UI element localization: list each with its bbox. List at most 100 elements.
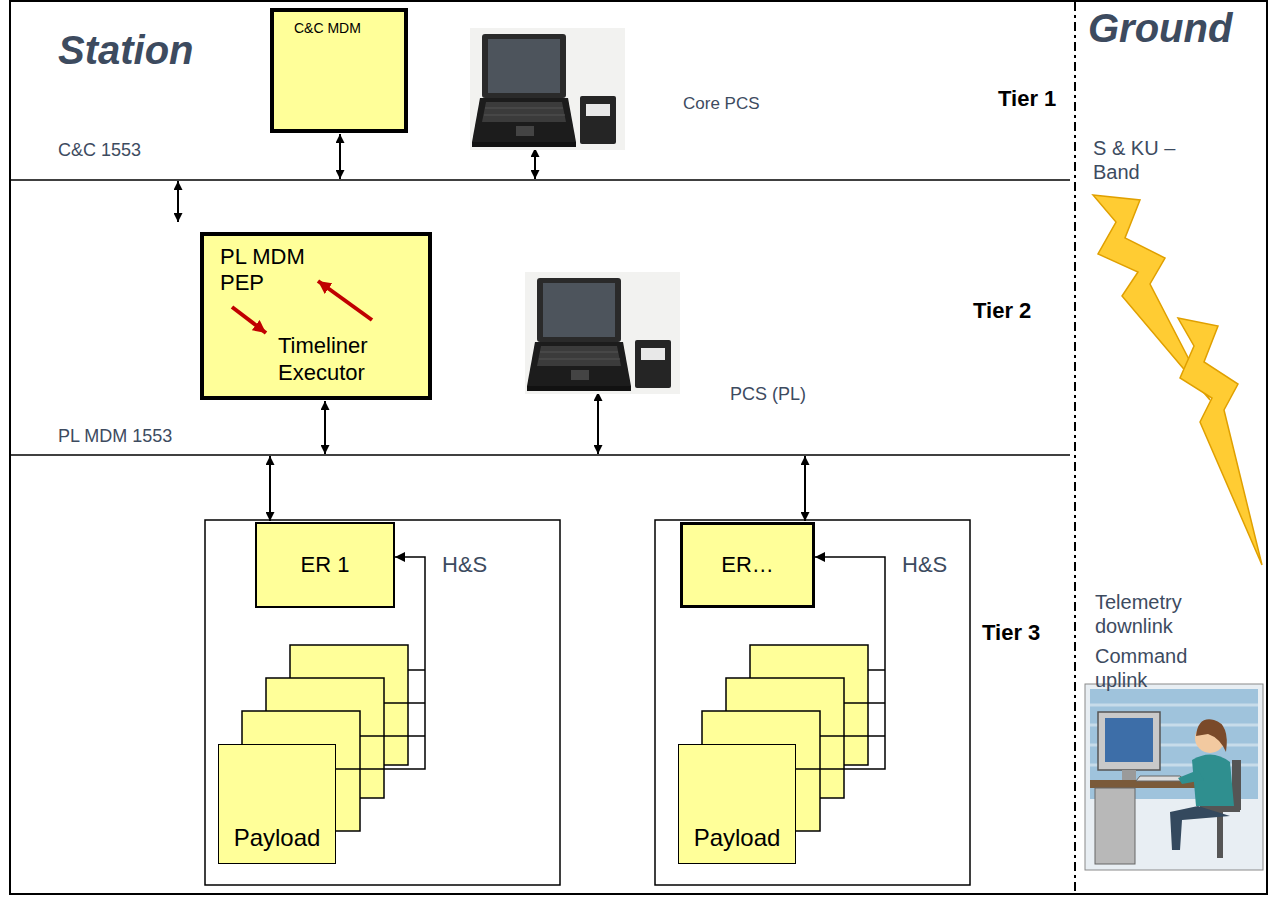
laptop-touchpad	[571, 370, 589, 380]
tier-label: Tier 3	[982, 620, 1040, 646]
payload-box: Payload	[678, 744, 796, 864]
mdm-box: PL MDMPEP Timeliner Executor	[200, 232, 432, 400]
operator-clipart	[1085, 684, 1263, 870]
bus-arrow	[534, 148, 536, 179]
bus-label: C&C 1553	[58, 140, 141, 162]
card-slot	[641, 348, 665, 360]
link-label: S & KU – Band	[1093, 136, 1193, 184]
laptop-screen	[488, 39, 560, 93]
laptop-lid	[482, 34, 566, 98]
box-text: PL MDM	[220, 244, 305, 270]
card-reader	[635, 340, 671, 388]
line-label: H&S	[440, 552, 489, 578]
laptop-base	[472, 98, 576, 142]
label-holder: Tier 2	[973, 298, 1031, 324]
wall-stripe	[1090, 704, 1258, 707]
bus-arrow	[804, 456, 806, 521]
key-row	[484, 115, 565, 116]
box-text: PEP	[220, 270, 264, 296]
box-text: ER 1	[301, 552, 350, 578]
rack-box: ER…	[680, 522, 815, 608]
monitor	[1098, 712, 1160, 770]
monitor-stand	[1122, 770, 1136, 780]
status-stub	[408, 669, 425, 671]
process-arrow	[232, 307, 266, 333]
box-text: Timeliner Executor	[278, 333, 398, 386]
laptop-base	[527, 342, 631, 386]
tier-label: Tier 2	[973, 298, 1031, 324]
label-holder: Command uplink	[1095, 644, 1205, 692]
device-label: Core PCS	[683, 94, 760, 114]
laptop-edge	[472, 142, 576, 147]
label-holder: Tier 1	[998, 86, 1056, 112]
monitor-screen	[1105, 718, 1153, 762]
bus-arrow	[597, 392, 599, 454]
key-row	[539, 359, 620, 360]
link-label: Command uplink	[1095, 644, 1205, 692]
bus-arrow	[324, 401, 326, 454]
laptop-keyboard	[537, 346, 621, 366]
bus-arrow	[269, 456, 271, 521]
bus-label: PL MDM 1553	[58, 426, 172, 448]
bus-arrow	[339, 134, 341, 179]
status-stub	[868, 669, 885, 671]
rack-outline	[205, 520, 560, 885]
laptop-picture	[525, 272, 680, 394]
label-holder: Core PCS	[683, 94, 760, 114]
card-reader	[580, 96, 616, 144]
key-row	[540, 352, 618, 353]
link-label: Telemetry downlink	[1095, 590, 1205, 638]
laptop-keyboard	[482, 102, 566, 122]
person-legs	[1170, 806, 1230, 850]
rack-outline	[655, 520, 970, 885]
box-text: Payload	[234, 824, 321, 853]
label-holder: PL MDM 1553	[58, 426, 172, 448]
bus-line	[10, 179, 1070, 181]
label-holder: H&S	[900, 552, 949, 578]
region-title: Ground	[1088, 4, 1232, 52]
photo-ground	[470, 28, 625, 150]
label-holder: Tier 3	[982, 620, 1040, 646]
bus-line	[10, 454, 1070, 456]
label-holder: Ground	[1088, 4, 1232, 52]
photo-ground	[525, 272, 680, 394]
line-label: H&S	[900, 552, 949, 578]
box-text: ER…	[721, 552, 774, 578]
label-holder: Station	[58, 26, 194, 74]
process-arrow	[318, 281, 372, 320]
computer-tower	[1095, 788, 1135, 864]
label-holder: Telemetry downlink	[1095, 590, 1205, 638]
status-stub	[360, 735, 425, 737]
device-label: PCS (PL)	[730, 384, 806, 406]
clipart-frame	[1085, 684, 1263, 870]
divider-line	[1074, 2, 1076, 894]
box-text: Payload	[694, 824, 781, 853]
tier-label: Tier 1	[998, 86, 1056, 112]
box-text: C&C MDM	[294, 20, 361, 37]
label-holder: PCS (PL)	[730, 384, 806, 406]
label-holder: H&S	[440, 552, 489, 578]
rack-box: ER 1	[255, 522, 395, 608]
label-holder: C&C 1553	[58, 140, 141, 162]
laptop-lid	[537, 278, 621, 342]
status-stub	[844, 702, 885, 704]
laptop-edge	[527, 386, 631, 391]
mdm-box: C&C MDM	[270, 8, 408, 133]
lightning-bolt	[1178, 318, 1262, 565]
bus-arrow	[177, 181, 179, 222]
chair-post	[1217, 812, 1223, 858]
key-row	[485, 108, 563, 109]
person-hair	[1196, 719, 1227, 752]
region-title: Station	[58, 26, 194, 74]
payload-box: Payload	[218, 744, 336, 864]
laptop-touchpad	[516, 126, 534, 136]
frame-border	[10, 1, 1267, 894]
status-stub	[820, 735, 885, 737]
laptop-screen	[543, 283, 615, 337]
